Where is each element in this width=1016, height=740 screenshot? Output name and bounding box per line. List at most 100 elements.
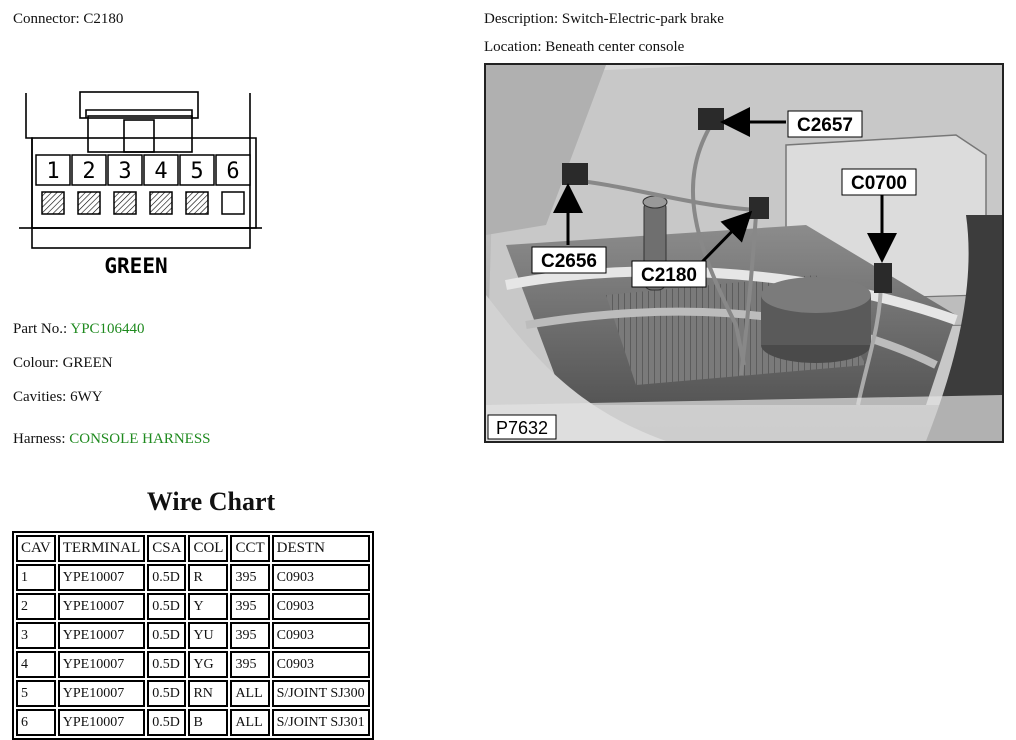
location-label: Location: bbox=[484, 39, 542, 55]
connector-c2657-body bbox=[698, 108, 724, 130]
cell-cav: 6 bbox=[16, 709, 56, 736]
colour-field: Colour: GREEN bbox=[13, 354, 113, 372]
location-value: Beneath center console bbox=[545, 39, 685, 55]
location-photo: C2657 C0700 C2656 C2180 P7632 bbox=[484, 63, 1004, 443]
cavities-label: Cavities: bbox=[13, 389, 67, 405]
pin-number-1: 1 bbox=[46, 159, 59, 184]
cell-destn: S/JOINT SJ300 bbox=[271, 680, 370, 707]
wire-chart-title: Wire Chart bbox=[146, 487, 276, 516]
cell-csa: 0.5D bbox=[147, 709, 187, 736]
harness-link[interactable]: CONSOLE HARNESS bbox=[69, 431, 211, 447]
cell-cav: 3 bbox=[16, 622, 56, 649]
cell-cct: ALL bbox=[230, 680, 270, 707]
cell-csa: 0.5D bbox=[147, 564, 187, 591]
description-value: Switch-Electric-park brake bbox=[561, 11, 724, 27]
terminal-5 bbox=[185, 191, 209, 215]
cell-col: B bbox=[188, 709, 229, 736]
column-header-terminal: TERMINAL bbox=[57, 535, 146, 562]
harness-label: Harness: bbox=[13, 431, 66, 447]
terminal-4 bbox=[149, 191, 173, 215]
colour-label: Colour: bbox=[13, 355, 59, 371]
connector-value: C2180 bbox=[83, 11, 124, 27]
column-header-cct: CCT bbox=[230, 535, 270, 562]
part-no-label: Part No.: bbox=[13, 321, 68, 337]
connector-label: Connector: bbox=[13, 11, 80, 27]
connector-c2656-body bbox=[562, 163, 588, 185]
connector-c2180-body bbox=[749, 197, 769, 219]
cell-terminal: YPE10007 bbox=[57, 709, 146, 736]
cell-cav: 5 bbox=[16, 680, 56, 707]
cell-csa: 0.5D bbox=[147, 622, 187, 649]
column-header-col: COL bbox=[188, 535, 229, 562]
harness-field: Harness: CONSOLE HARNESS bbox=[13, 430, 211, 448]
cell-destn: C0903 bbox=[271, 593, 370, 620]
callout-c2180: C2180 bbox=[641, 265, 697, 286]
cell-col: Y bbox=[188, 593, 229, 620]
cell-destn: C0903 bbox=[271, 622, 370, 649]
cavities-field: Cavities: 6WY bbox=[13, 388, 103, 406]
cell-csa: 0.5D bbox=[147, 651, 187, 678]
cell-cav: 2 bbox=[16, 593, 56, 620]
column-header-destn: DESTN bbox=[271, 535, 370, 562]
cavities-value: 6WY bbox=[70, 389, 103, 405]
pin-box-3 bbox=[107, 154, 143, 186]
terminal-6 bbox=[221, 191, 245, 215]
cell-destn: C0903 bbox=[271, 651, 370, 678]
terminal-3 bbox=[113, 191, 137, 215]
cell-csa: 0.5D bbox=[147, 680, 187, 707]
cell-cct: ALL bbox=[230, 709, 270, 736]
cell-terminal: YPE10007 bbox=[57, 680, 146, 707]
colour-value: GREEN bbox=[62, 355, 113, 371]
cell-destn: S/JOINT SJ301 bbox=[271, 709, 370, 736]
callout-c0700: C0700 bbox=[851, 173, 907, 194]
description-label: Description: bbox=[484, 11, 559, 27]
pin-number-6: 6 bbox=[226, 159, 239, 184]
connector-colour-label: GREEN bbox=[104, 254, 167, 278]
cell-terminal: YPE10007 bbox=[57, 651, 146, 678]
cell-cct: 395 bbox=[230, 622, 270, 649]
cell-csa: 0.5D bbox=[147, 593, 187, 620]
cell-cav: 4 bbox=[16, 651, 56, 678]
connector-c0700-body bbox=[874, 263, 892, 293]
cell-col: YU bbox=[188, 622, 229, 649]
column-header-csa: CSA bbox=[147, 535, 187, 562]
pin-box-2 bbox=[71, 154, 107, 186]
cell-terminal: YPE10007 bbox=[57, 593, 146, 620]
cell-cav: 1 bbox=[16, 564, 56, 591]
callout-c2657: C2657 bbox=[797, 115, 853, 136]
part-no-field: Part No.: YPC106440 bbox=[13, 320, 145, 338]
pin-box-6 bbox=[215, 154, 251, 186]
connector-field: Connector: C2180 bbox=[13, 10, 123, 28]
cell-col: RN bbox=[188, 680, 229, 707]
cell-cct: 395 bbox=[230, 564, 270, 591]
pin-box-5 bbox=[179, 154, 215, 186]
figure-id: P7632 bbox=[496, 418, 548, 438]
terminal-1 bbox=[41, 191, 65, 215]
cell-terminal: YPE10007 bbox=[57, 622, 146, 649]
part-no-link[interactable]: YPC106440 bbox=[70, 321, 145, 337]
callout-c2656: C2656 bbox=[541, 251, 597, 272]
column-header-cav: CAV bbox=[16, 535, 56, 562]
cell-destn: C0903 bbox=[271, 564, 370, 591]
cell-col: YG bbox=[188, 651, 229, 678]
description-field: Description: Switch-Electric-park brake bbox=[484, 10, 724, 28]
cell-terminal: YPE10007 bbox=[57, 564, 146, 591]
pin-number-3: 3 bbox=[118, 159, 131, 184]
pin-number-4: 4 bbox=[154, 159, 167, 184]
cell-cct: 395 bbox=[230, 593, 270, 620]
pin-number-2: 2 bbox=[82, 159, 95, 184]
cell-cct: 395 bbox=[230, 651, 270, 678]
cell-col: R bbox=[188, 564, 229, 591]
pin-box-1 bbox=[35, 154, 71, 186]
location-field: Location: Beneath center console bbox=[484, 38, 684, 56]
pin-box-4 bbox=[143, 154, 179, 186]
